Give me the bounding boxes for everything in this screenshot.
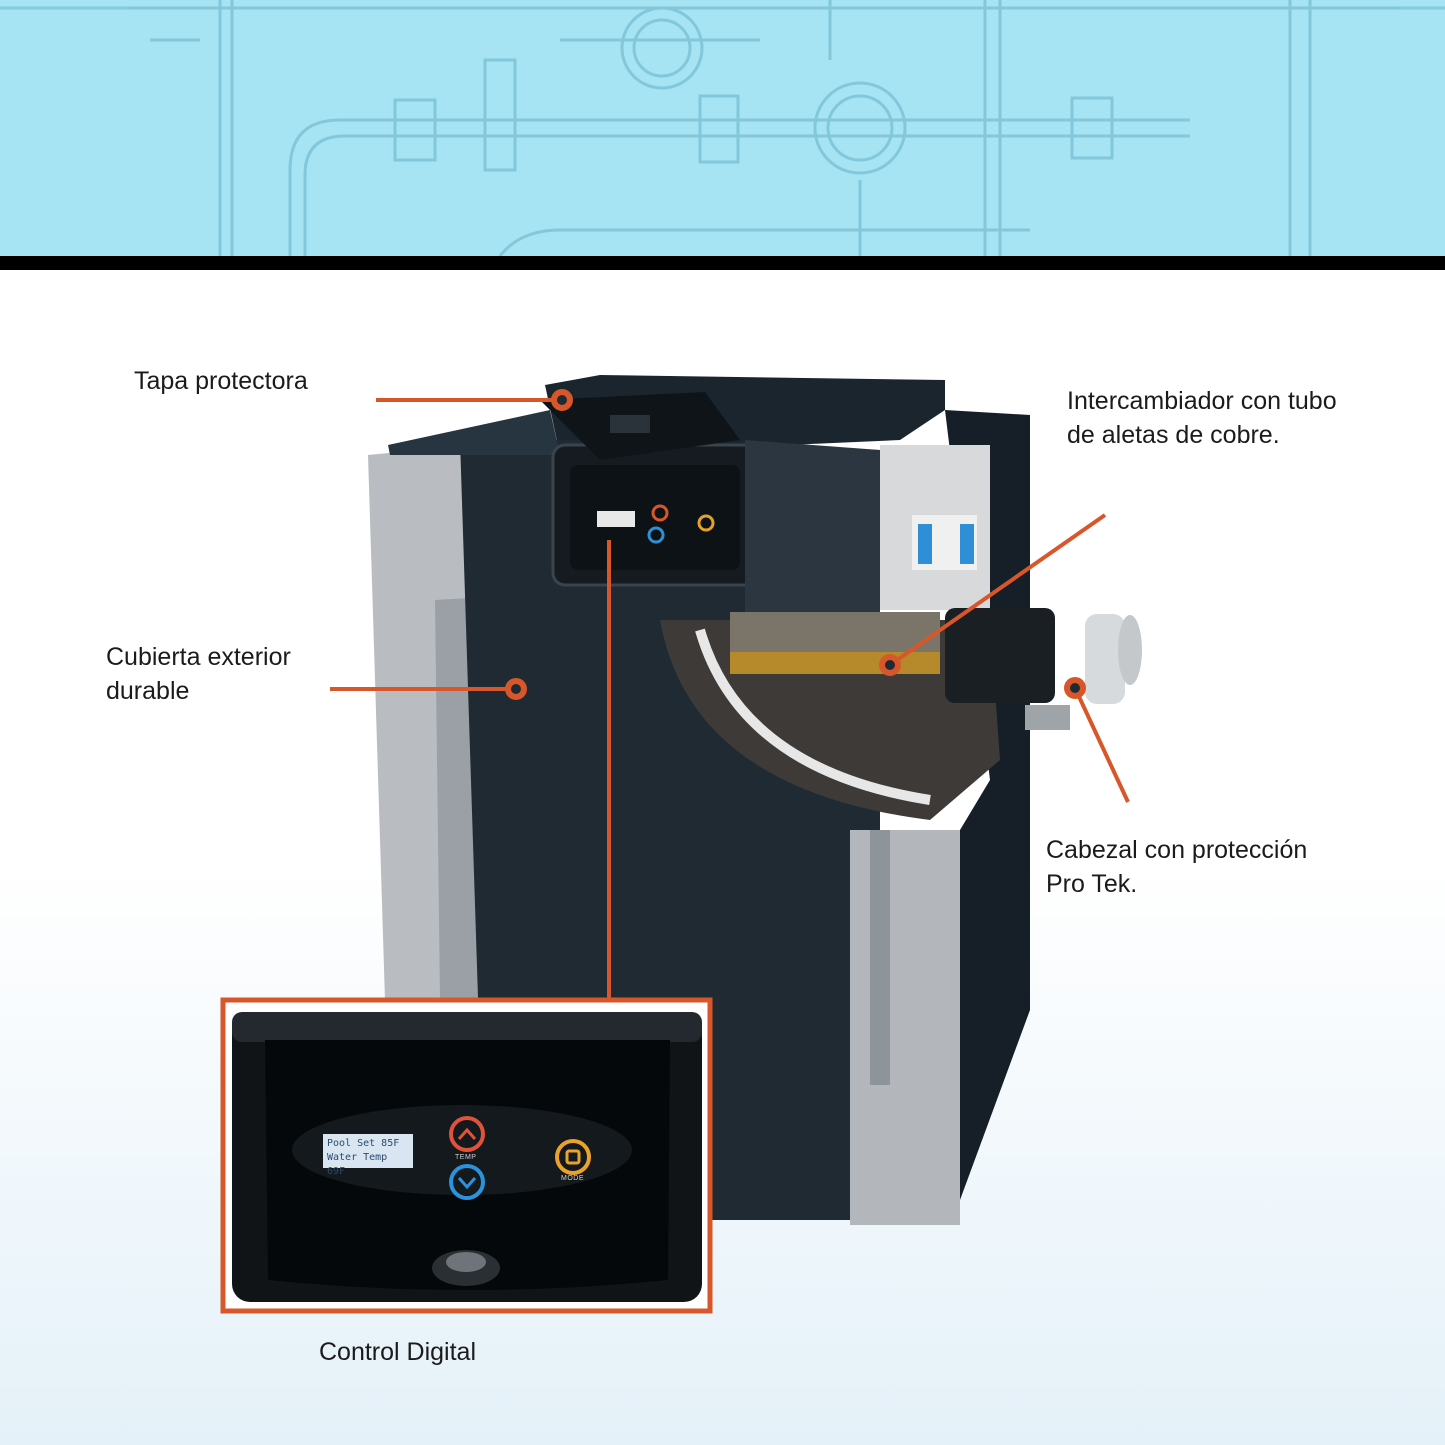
label-header: Cabezal con protección Pro Tek. (1046, 836, 1308, 898)
blueprint-banner (0, 0, 1445, 256)
label-exchanger: Intercambiador con tubo de aletas de cob… (1067, 387, 1337, 449)
callout-dots (505, 389, 1086, 700)
label-control: Control Digital (319, 1338, 477, 1366)
label-cover: Tapa protectora (134, 367, 308, 395)
lcd-display: Pool Set 85F Water Temp 69F (323, 1134, 413, 1177)
temp-button-caption: TEMP (455, 1154, 477, 1161)
heater-body (368, 375, 1142, 1225)
mode-icon (555, 1139, 591, 1175)
up-arrow-icon (449, 1116, 485, 1152)
callout-dot-outer-shell (505, 678, 527, 700)
callout-dot-header (1064, 677, 1086, 699)
callout-line-exchanger (888, 513, 1107, 667)
callout-lines (330, 398, 1130, 1000)
down-arrow-icon (449, 1164, 485, 1200)
mode-button-caption: MODE (561, 1175, 584, 1182)
callout-dot-cover (551, 389, 573, 411)
black-divider-band (0, 256, 1445, 270)
callout-line-header (1073, 687, 1130, 803)
label-outer-shell: Cubierta exterior durable (106, 643, 291, 705)
callout-dot-exchanger (879, 654, 901, 676)
blueprint-pipes-illustration (0, 0, 1445, 256)
